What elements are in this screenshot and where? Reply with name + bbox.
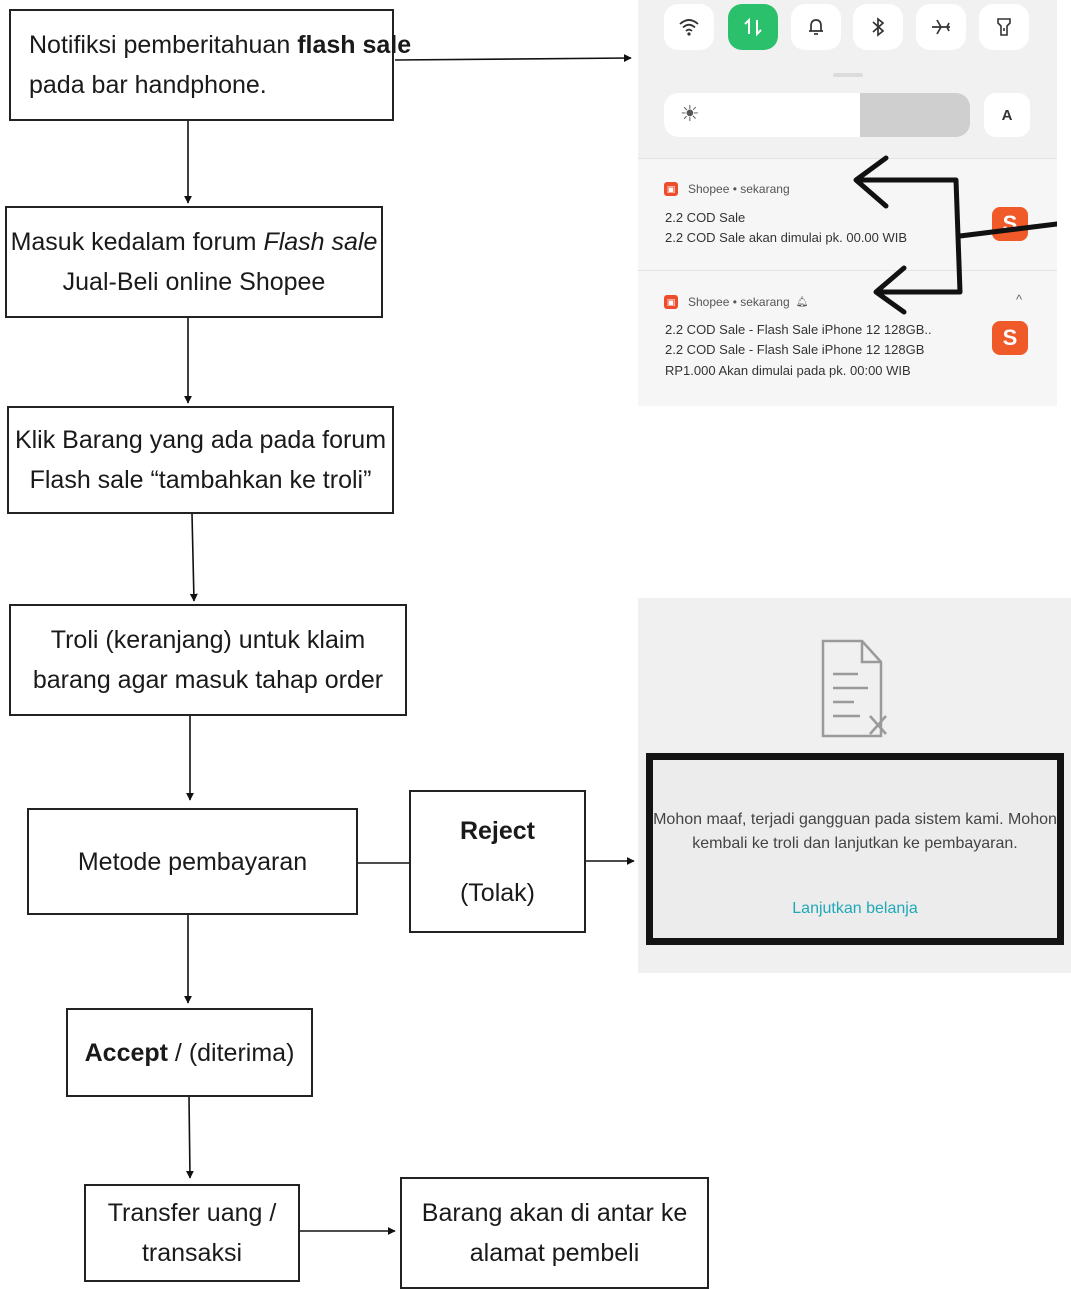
box-notification-line2: pada bar handphone. bbox=[29, 71, 267, 99]
box-payment-method-label: Metode pembayaran bbox=[77, 847, 308, 876]
box-accept-text: Accept / (diterima) bbox=[84, 1038, 295, 1067]
separator-dot: • bbox=[729, 182, 741, 196]
airplane-icon[interactable] bbox=[916, 4, 966, 50]
bluetooth-icon[interactable] bbox=[853, 4, 903, 50]
box-forum-line1: Masuk kedalam forum Flash sale bbox=[10, 228, 378, 256]
auto-brightness-button[interactable]: A bbox=[984, 93, 1030, 137]
flashlight-icon[interactable] bbox=[979, 4, 1029, 50]
chevron-up-icon[interactable]: ^ bbox=[1016, 292, 1023, 307]
notification-app: Shopee bbox=[688, 182, 730, 196]
box-forum-line2: Jual-Beli online Shopee bbox=[62, 268, 326, 296]
shopee-small-icon: ▣ bbox=[664, 182, 678, 196]
notification-title: 2.2 COD Sale - Flash Sale iPhone 12 128G… bbox=[665, 322, 932, 337]
bell-small-icon: 🔔︎ bbox=[795, 296, 809, 308]
drag-handle[interactable] bbox=[833, 73, 863, 77]
brightness-fill bbox=[664, 93, 860, 137]
bell-icon[interactable] bbox=[791, 4, 841, 50]
wifi-icon[interactable] bbox=[664, 4, 714, 50]
box-delivery-line1: Barang akan di antar ke bbox=[421, 1199, 688, 1227]
arrow-accept-to-transfer bbox=[185, 1096, 194, 1179]
mobile-data-icon[interactable] bbox=[728, 4, 778, 50]
box-transfer-line1: Transfer uang / bbox=[107, 1199, 277, 1227]
box-cart: Troli (keranjang) untuk klaim barang aga… bbox=[9, 604, 407, 716]
notification-item[interactable]: ▣ Shopee • sekarang 2.2 COD Sale 2.2 COD… bbox=[638, 158, 1057, 271]
sun-icon: ☀ bbox=[680, 101, 700, 126]
error-message: Mohon maaf, terjadi gangguan pada sistem… bbox=[653, 808, 1057, 856]
separator-dot: • bbox=[729, 295, 741, 309]
notification-body: 2.2 COD Sale akan dimulai pk. 00.00 WIB bbox=[665, 230, 908, 245]
arrow-notif-to-panel bbox=[394, 54, 632, 63]
box-transfer-line2: transaksi bbox=[141, 1239, 243, 1267]
box-notification-line1: Notifiksi pemberitahuan flash sale bbox=[29, 31, 412, 59]
box-accept: Accept / (diterima) bbox=[66, 1008, 313, 1097]
document-error-icon bbox=[821, 639, 887, 738]
box-transfer: Transfer uang / transaksi bbox=[84, 1184, 300, 1282]
box-delivery-line2: alamat pembeli bbox=[469, 1239, 640, 1267]
continue-shopping-link[interactable]: Lanjutkan belanja bbox=[792, 900, 918, 917]
box-click-item-line2: Flash sale “tambahkan ke troli” bbox=[29, 466, 372, 494]
error-dialog: Mohon maaf, terjadi gangguan pada sistem… bbox=[646, 753, 1064, 945]
notification-title: 2.2 COD Sale bbox=[665, 210, 746, 225]
notification-app: Shopee bbox=[688, 295, 730, 309]
box-reject: Reject (Tolak) bbox=[409, 790, 586, 933]
notification-body: 2.2 COD Sale - Flash Sale iPhone 12 128G… bbox=[665, 342, 925, 357]
box-click-item-line1: Klik Barang yang ada pada forum bbox=[14, 426, 387, 454]
notification-panel-screenshot: ☀ A ▣ Shopee • sekarang 2.2 COD Sale 2.2… bbox=[638, 0, 1057, 406]
hand-drawn-arrow-annotation bbox=[853, 155, 1057, 315]
notification-header: ▣ Shopee • sekarang bbox=[664, 182, 790, 196]
brightness-slider[interactable]: ☀ bbox=[664, 93, 970, 137]
box-cart-line2: barang agar masuk tahap order bbox=[32, 666, 384, 694]
notification-body: RP1.000 Akan dimulai pada pk. 00:00 WIB bbox=[665, 363, 911, 378]
box-payment-method: Metode pembayaran bbox=[27, 808, 358, 915]
shopee-small-icon: ▣ bbox=[664, 295, 678, 309]
error-message-line2: kembali ke troli dan lanjutkan ke pembay… bbox=[692, 835, 1018, 852]
shopee-app-icon: S bbox=[992, 321, 1028, 355]
notification-item[interactable]: ▣ Shopee • sekarang 🔔︎ 2.2 COD Sale - Fl… bbox=[638, 270, 1057, 406]
notification-header: ▣ Shopee • sekarang 🔔︎ bbox=[664, 295, 808, 309]
box-reject-label: Reject bbox=[459, 816, 536, 845]
box-notification: Notifiksi pemberitahuan flash sale pada … bbox=[9, 9, 411, 121]
box-forum: Masuk kedalam forum Flash sale Jual-Beli… bbox=[5, 206, 383, 318]
error-message-line1: Mohon maaf, terjadi gangguan pada sistem… bbox=[653, 811, 1057, 828]
arrow-click-to-cart bbox=[189, 513, 198, 602]
notification-time: sekarang bbox=[740, 182, 790, 196]
error-screen-screenshot: Mohon maaf, terjadi gangguan pada sistem… bbox=[638, 598, 1071, 973]
box-delivery: Barang akan di antar ke alamat pembeli bbox=[400, 1177, 709, 1289]
box-cart-line1: Troli (keranjang) untuk klaim bbox=[50, 626, 366, 654]
notification-time: sekarang bbox=[740, 295, 790, 309]
box-click-item: Klik Barang yang ada pada forum Flash sa… bbox=[7, 406, 394, 514]
box-reject-sub: (Tolak) bbox=[459, 878, 535, 907]
